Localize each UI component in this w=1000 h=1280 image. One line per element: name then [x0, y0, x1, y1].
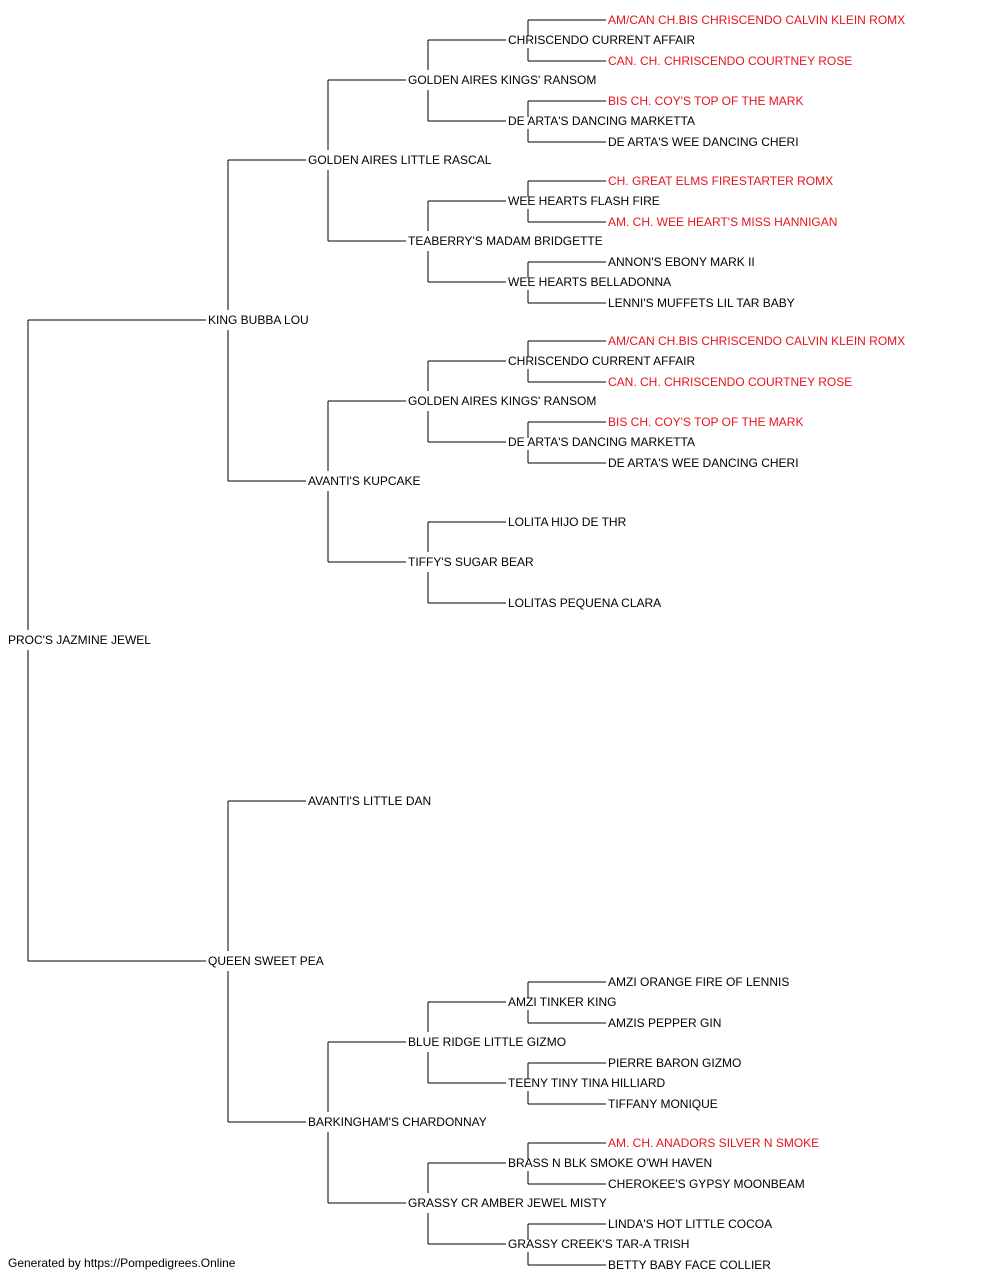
dog-name-gen5: DE ARTA'S WEE DANCING CHERI [608, 456, 799, 470]
dog-name-gen4: DE ARTA'S DANCING MARKETTA [508, 435, 695, 449]
dog-name-gen5: CAN. CH. CHRISCENDO COURTNEY ROSE [608, 54, 852, 68]
dog-name-gen2: AVANTI'S KUPCAKE [308, 474, 421, 488]
dog-name-gen5: CHEROKEE'S GYPSY MOONBEAM [608, 1177, 805, 1191]
dog-name-gen5: AMZI ORANGE FIRE OF LENNIS [608, 975, 789, 989]
dog-name-gen4: DE ARTA'S DANCING MARKETTA [508, 114, 695, 128]
dog-name-gen5: BIS CH. COY'S TOP OF THE MARK [608, 415, 803, 429]
dog-name-gen4: CHRISCENDO CURRENT AFFAIR [508, 354, 695, 368]
dog-name-gen3: GRASSY CR AMBER JEWEL MISTY [408, 1196, 607, 1210]
dog-name-gen3: TIFFY'S SUGAR BEAR [408, 555, 534, 569]
dog-name-gen5: LENNI'S MUFFETS LIL TAR BABY [608, 296, 795, 310]
dog-name-gen2: AVANTI'S LITTLE DAN [308, 794, 431, 808]
dog-name-gen5: PIERRE BARON GIZMO [608, 1056, 741, 1070]
dog-name-gen3: TEABERRY'S MADAM BRIDGETTE [408, 234, 603, 248]
dog-name-gen5: BETTY BABY FACE COLLIER [608, 1258, 771, 1272]
dog-name-gen4: GRASSY CREEK'S TAR-A TRISH [508, 1237, 689, 1251]
dog-name-gen4: TEENY TINY TINA HILLIARD [508, 1076, 666, 1090]
dog-name-gen5: AMZIS PEPPER GIN [608, 1016, 721, 1030]
dog-name-gen5: CH. GREAT ELMS FIRESTARTER ROMX [608, 174, 833, 188]
dog-name-gen0: PROC'S JAZMINE JEWEL [8, 633, 151, 647]
dog-name-gen5: LINDA'S HOT LITTLE COCOA [608, 1217, 772, 1231]
dog-name-gen5: BIS CH. COY'S TOP OF THE MARK [608, 94, 803, 108]
dog-name-gen5: AM. CH. WEE HEART'S MISS HANNIGAN [608, 215, 837, 229]
dog-name-gen1: KING BUBBA LOU [208, 313, 309, 327]
dog-name-gen4: CHRISCENDO CURRENT AFFAIR [508, 33, 695, 47]
dog-name-gen5: DE ARTA'S WEE DANCING CHERI [608, 135, 799, 149]
dog-name-gen5: AM. CH. ANADORS SILVER N SMOKE [608, 1136, 819, 1150]
dog-name-gen4: AMZI TINKER KING [508, 995, 616, 1009]
dog-name-gen3: BLUE RIDGE LITTLE GIZMO [408, 1035, 566, 1049]
dog-name-gen2: GOLDEN AIRES LITTLE RASCAL [308, 153, 492, 167]
dog-name-gen5: ANNON'S EBONY MARK II [608, 255, 755, 269]
dog-name-gen4: WEE HEARTS FLASH FIRE [508, 194, 660, 208]
dog-name-gen4: LOLITAS PEQUENA CLARA [508, 596, 661, 610]
dog-name-gen5: AM/CAN CH.BIS CHRISCENDO CALVIN KLEIN RO… [608, 13, 905, 27]
dog-name-gen4: WEE HEARTS BELLADONNA [508, 275, 671, 289]
dog-name-gen3: GOLDEN AIRES KINGS' RANSOM [408, 394, 596, 408]
dog-name-gen1: QUEEN SWEET PEA [208, 954, 324, 968]
dog-name-gen5: CAN. CH. CHRISCENDO COURTNEY ROSE [608, 375, 852, 389]
dog-name-gen5: AM/CAN CH.BIS CHRISCENDO CALVIN KLEIN RO… [608, 334, 905, 348]
dog-name-gen4: BRASS N BLK SMOKE O'WH HAVEN [508, 1156, 712, 1170]
footer-credit: Generated by https://Pompedigrees.Online [8, 1256, 236, 1270]
dog-name-gen3: GOLDEN AIRES KINGS' RANSOM [408, 73, 596, 87]
dog-name-gen5: TIFFANY MONIQUE [608, 1097, 718, 1111]
dog-name-gen4: LOLITA HIJO DE THR [508, 515, 627, 529]
dog-name-gen2: BARKINGHAM'S CHARDONNAY [308, 1115, 487, 1129]
